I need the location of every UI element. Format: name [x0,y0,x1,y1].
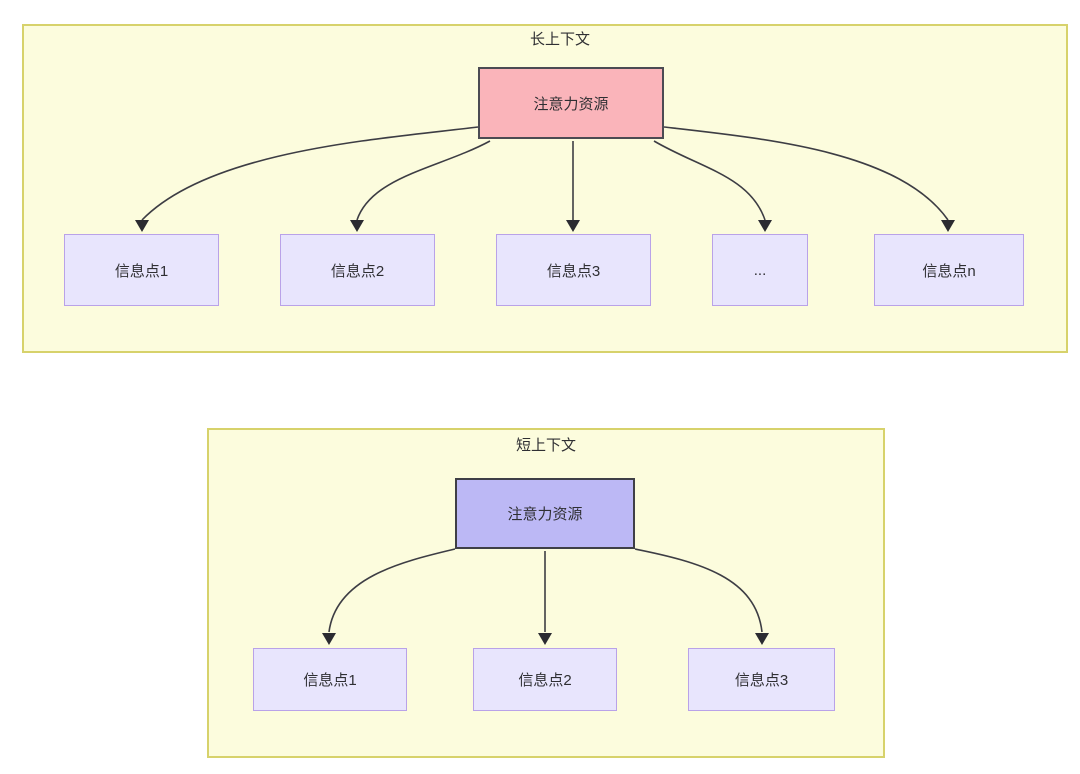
leaf-node-long-context-5[interactable]: 信息点n [874,234,1024,306]
leaf-node-long-context-4[interactable]: ... [712,234,808,306]
leaf-node-short-context-3[interactable]: 信息点3 [688,648,835,711]
leaf-node-long-context-1[interactable]: 信息点1 [64,234,219,306]
leaf-node-long-context-2[interactable]: 信息点2 [280,234,435,306]
root-node-long-context[interactable]: 注意力资源 [478,67,664,139]
group-title-long-context: 长上下文 [529,31,590,48]
group-title-short-context: 短上下文 [515,437,576,454]
leaf-node-long-context-3[interactable]: 信息点3 [496,234,651,306]
root-node-short-context[interactable]: 注意力资源 [455,478,635,549]
leaf-node-short-context-1[interactable]: 信息点1 [253,648,407,711]
leaf-node-short-context-2[interactable]: 信息点2 [473,648,617,711]
